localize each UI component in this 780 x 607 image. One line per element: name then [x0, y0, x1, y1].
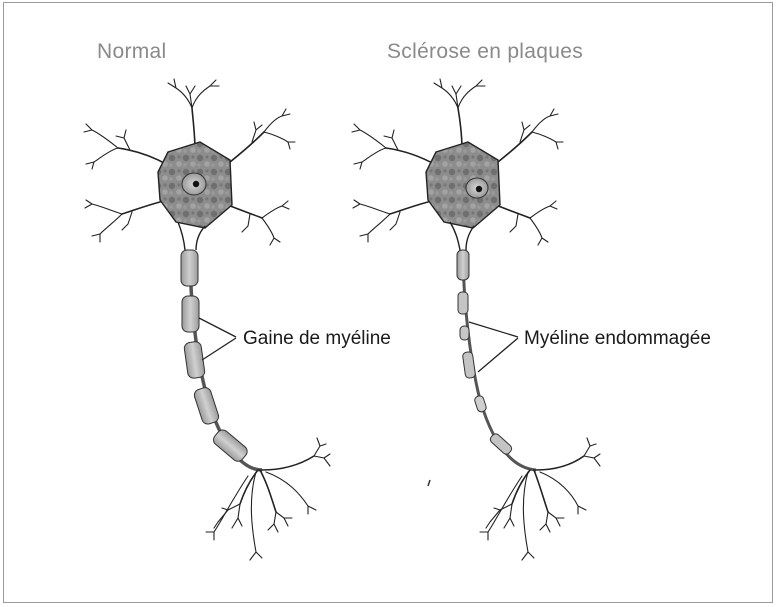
damaged-myelin-segment — [489, 432, 514, 455]
damaged-myelin-segment — [462, 351, 476, 378]
nucleolus-ms — [476, 186, 482, 192]
myelin-segment — [182, 296, 199, 332]
neuron-ms — [352, 79, 600, 560]
axon-terminal-ms — [480, 438, 600, 560]
label-myelin-sheath: Gaine de myéline — [243, 328, 391, 350]
damaged-myelin-segment — [457, 250, 469, 280]
axon-terminal-normal — [206, 438, 330, 560]
myelin-segment — [193, 386, 220, 425]
axon-ms — [457, 250, 536, 470]
myelin-segment — [181, 250, 198, 286]
damaged-myelin-segment — [458, 292, 468, 314]
damaged-myelin-segment — [474, 395, 488, 413]
leader-lines-ms — [469, 322, 518, 372]
axon-normal — [181, 250, 262, 470]
nucleolus-normal — [193, 181, 199, 187]
label-damaged-myelin: Myéline endommagée — [524, 328, 711, 350]
soma-ms — [426, 142, 500, 228]
myelin-segment — [211, 428, 250, 464]
neuron-normal — [84, 79, 330, 560]
leader-lines-normal — [199, 318, 236, 360]
stray-mark — [428, 480, 430, 486]
damaged-myelin-segment — [460, 326, 469, 340]
